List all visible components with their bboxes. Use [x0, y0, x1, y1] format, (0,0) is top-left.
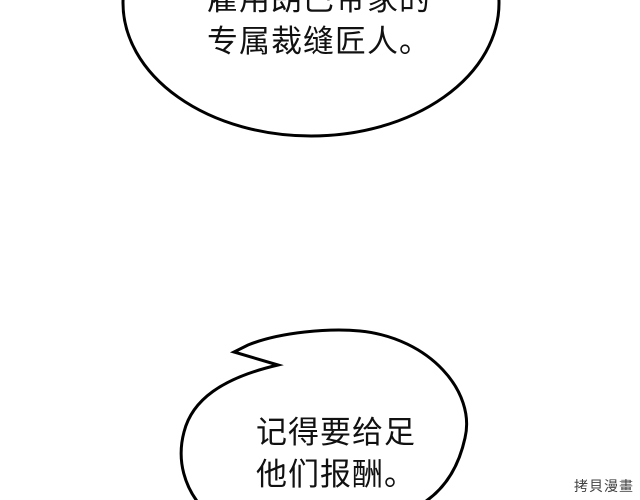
speech-bubble-bottom-text: 记得要给足 他们报酬。	[256, 412, 416, 496]
speech-bubble-top-outline	[121, 0, 501, 138]
speech-bubble-bottom-line-2: 他们报酬。	[256, 457, 416, 493]
speech-bubble-top-text: 雇用朗巴帝家的 专属裁缝匠人。	[207, 0, 431, 63]
speech-bubble-top-line-1: 雇用朗巴帝家的	[207, 0, 431, 18]
watermark-text: 拷貝漫畫	[574, 479, 634, 495]
speech-bubble-top-line-2: 专属裁缝匠人。	[207, 24, 431, 60]
speech-bubble-bottom-line-1: 记得要给足	[256, 415, 416, 451]
speech-bubble-bottom-outline	[179, 328, 468, 500]
